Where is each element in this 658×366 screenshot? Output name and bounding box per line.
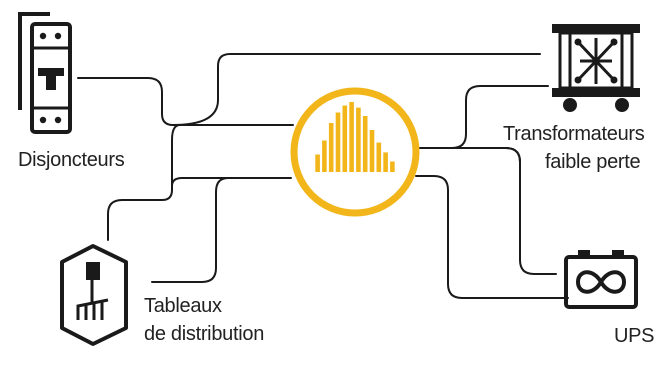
connector-panels-hub	[107, 177, 292, 241]
circuit-breaker-icon	[18, 12, 72, 134]
panel-body	[60, 244, 128, 346]
spectrum-bar	[376, 142, 382, 172]
infinity-symbol	[575, 270, 627, 294]
connector-top-loop	[172, 53, 541, 126]
breaker-screw	[39, 32, 47, 40]
connector-breakers-hub	[77, 77, 294, 126]
spectrum-bar	[383, 152, 388, 172]
transformer-node	[610, 76, 618, 84]
breaker-screw	[54, 32, 62, 40]
spectrum-bar	[335, 112, 341, 172]
breakers-label: Disjoncteurs	[18, 149, 125, 171]
connector-hub-ups-b	[415, 175, 569, 299]
breaker-screw	[54, 116, 62, 124]
ups-label: UPS	[614, 325, 654, 347]
breaker-toggle	[38, 68, 64, 90]
transformer-frame	[558, 31, 634, 90]
panels-label-line1: Tableaux	[144, 295, 222, 317]
transformer-node	[574, 76, 582, 84]
spectrum-bar	[369, 130, 375, 172]
harmonic-spectrum-icon	[315, 102, 395, 172]
transformer-coils	[576, 38, 616, 84]
spectrum-bar	[349, 102, 354, 172]
spectrum-bar	[356, 107, 361, 172]
connector-left-vertical	[171, 124, 181, 187]
breaker-screw	[39, 116, 47, 124]
hub-ring	[290, 87, 420, 217]
breaker-back-outline	[18, 12, 50, 110]
panels-label-line2: de distribution	[144, 323, 264, 345]
connector-hub-transformers-label	[451, 147, 521, 177]
connector-lines	[77, 53, 569, 299]
transformers-label-line2: faible perte	[545, 151, 641, 173]
spectrum-bar	[322, 140, 327, 172]
battery-icon	[564, 250, 638, 309]
spectrum-bar	[342, 105, 348, 172]
transformer-icon	[552, 24, 640, 112]
breaker-body	[30, 22, 72, 134]
transformer-top-rail	[552, 24, 640, 33]
panel-branches	[76, 298, 109, 320]
spectrum-bar	[315, 154, 320, 172]
panel-block	[86, 262, 100, 280]
spectrum-bar	[328, 123, 334, 172]
transformer-wheel	[615, 98, 629, 112]
distribution-panel-icon	[60, 244, 128, 346]
transformer-bottom-rail	[552, 88, 640, 97]
spectrum-bar	[390, 161, 395, 172]
connector-panels-label-hub	[151, 177, 229, 283]
battery-body	[564, 255, 638, 309]
hub	[290, 87, 420, 217]
transformer-node	[574, 38, 582, 46]
transformer-wheel	[563, 98, 577, 112]
transformers-label-line1: Transformateurs	[503, 123, 645, 145]
spectrum-bar	[362, 116, 368, 172]
battery-terminal	[578, 250, 590, 258]
connector-hub-ups-a	[419, 147, 557, 275]
transformer-node	[610, 38, 618, 46]
battery-terminal	[612, 250, 624, 258]
